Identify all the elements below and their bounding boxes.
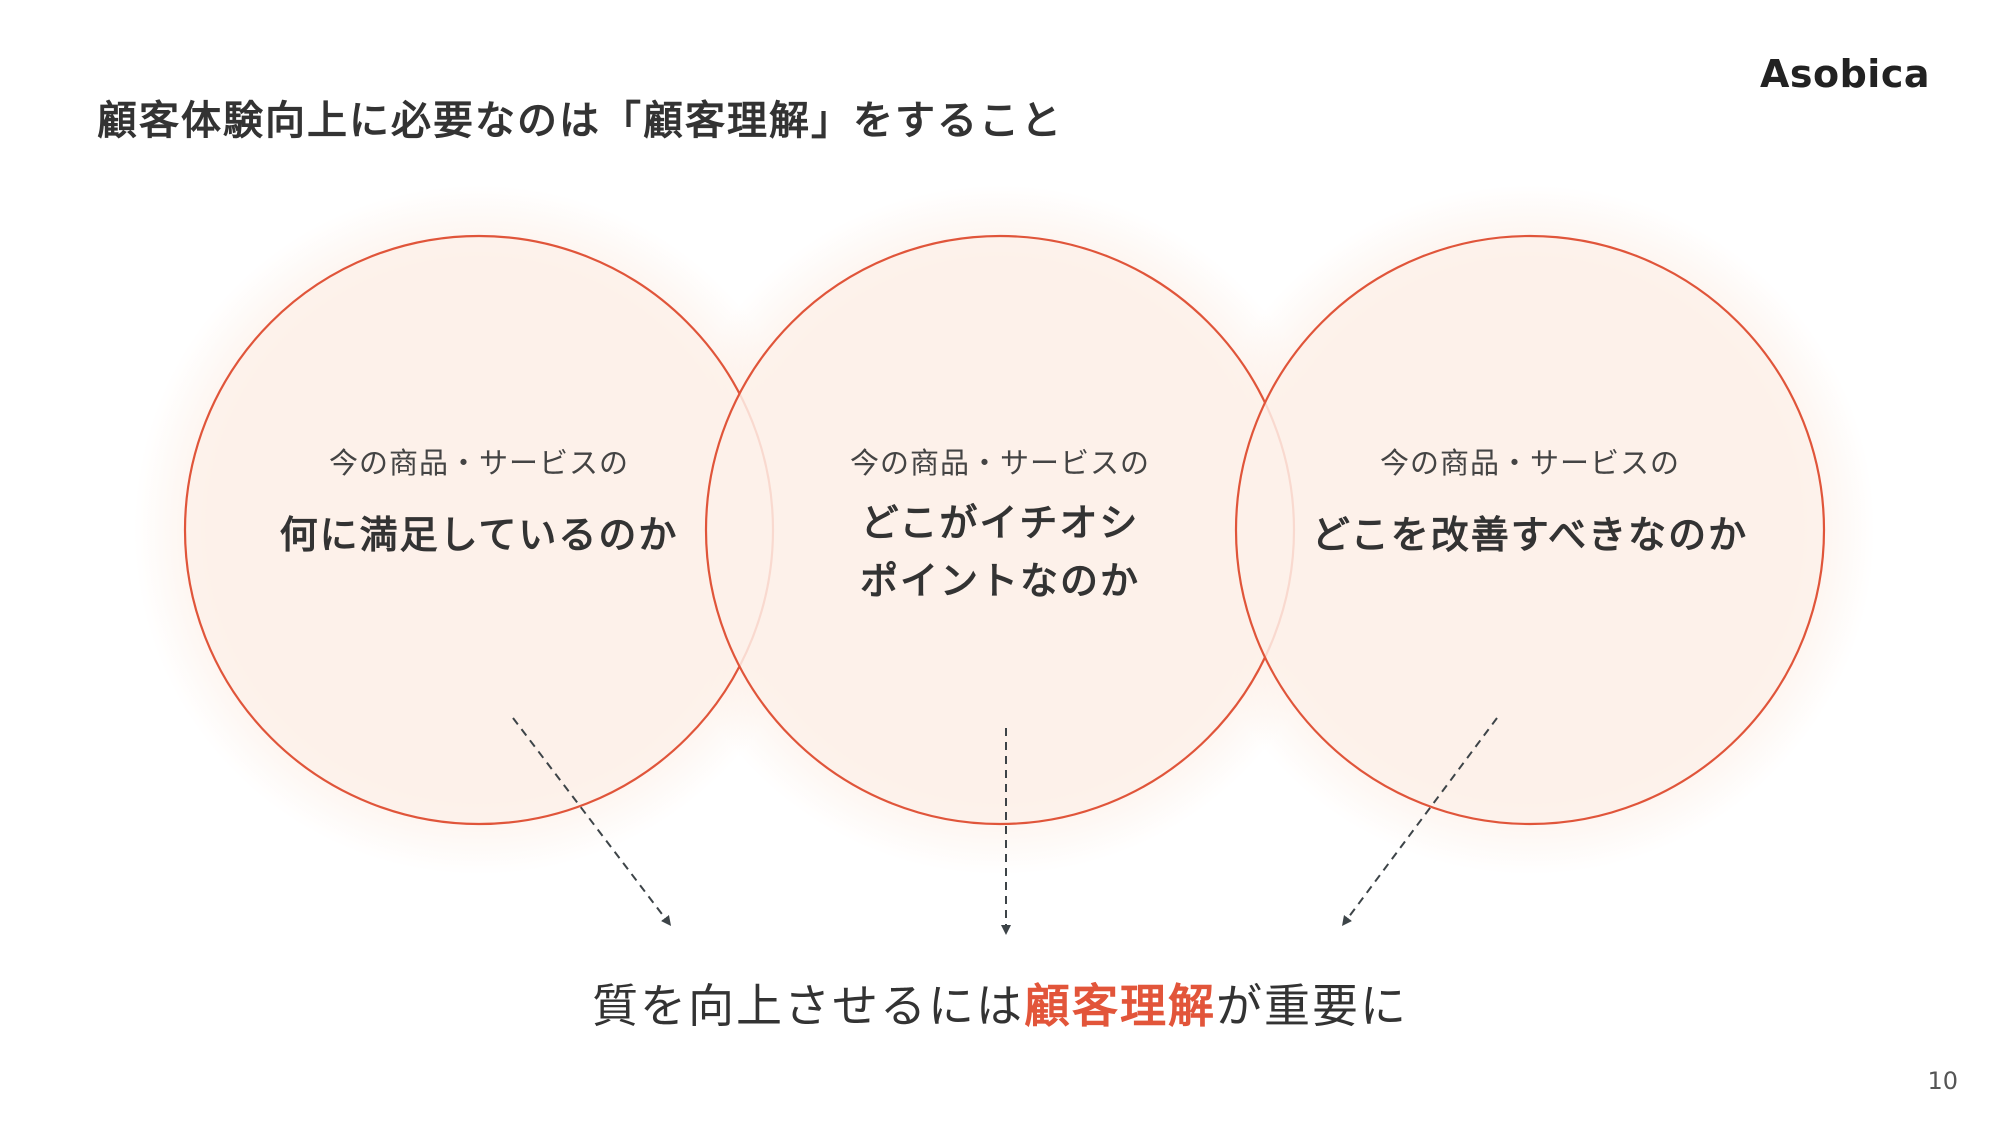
conclusion-highlight: 顧客理解 [1024, 979, 1216, 1033]
circle-left-pre: 今の商品・サービスの [328, 446, 629, 480]
conclusion-after: が重要に [1216, 979, 1408, 1033]
circle-left-text: 今の商品・サービスの 何に満足しているのか [239, 440, 719, 564]
slide-title: 顧客体験向上に必要なのは「顧客理解」をすること [97, 98, 1063, 144]
arrow-right [1342, 717, 1498, 927]
conclusion-text: 質を向上させるには顧客理解が重要に [0, 970, 2000, 1036]
circle-right-text: 今の商品・サービスの どこを改善すべきなのか [1290, 440, 1770, 564]
arrow-left [512, 717, 672, 926]
circle-center-text: 今の商品・サービスの どこがイチオシ ポイントなのか [760, 440, 1240, 610]
conclusion-before: 質を向上させるには [592, 979, 1024, 1033]
asobica-logo: Asobica [1759, 52, 1930, 96]
circle-right-pre: 今の商品・サービスの [1379, 446, 1680, 480]
circle-right-main: どこを改善すべきなのか [1311, 513, 1749, 557]
page-number: 10 [1927, 1067, 1958, 1095]
circle-right [1234, 234, 1826, 826]
circle-center-main: どこがイチオシ ポイントなのか [859, 501, 1140, 603]
circle-left-main: 何に満足しているのか [279, 513, 679, 557]
circle-center-pre: 今の商品・サービスの [849, 446, 1150, 480]
